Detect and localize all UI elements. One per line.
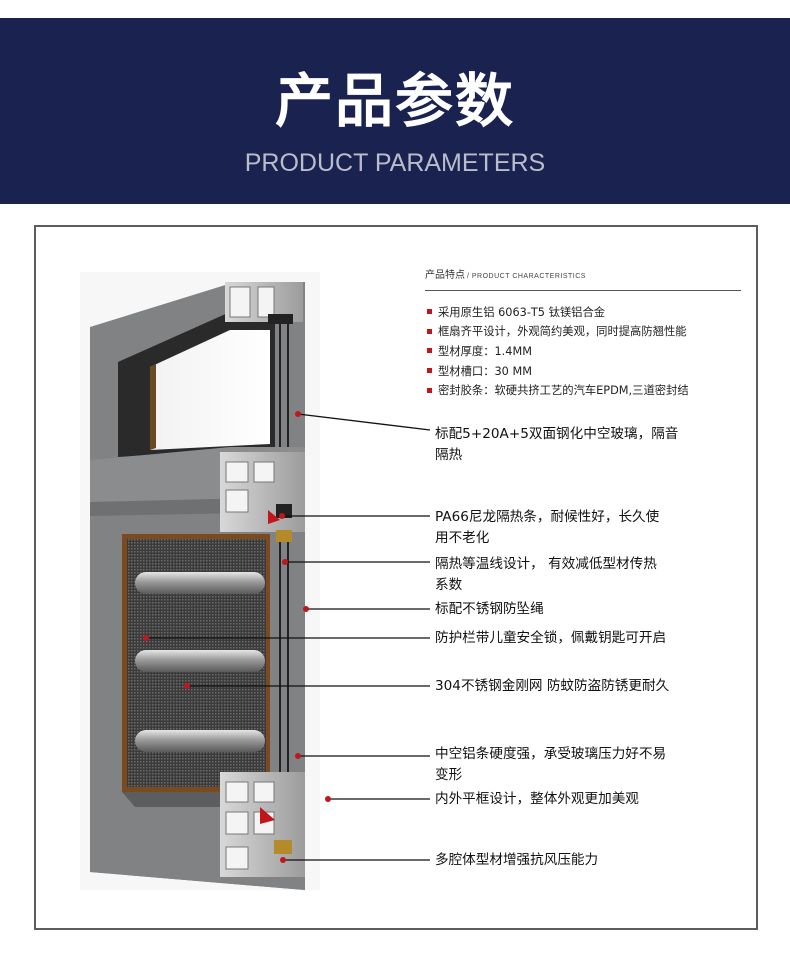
window-profile-illustration xyxy=(80,272,320,890)
callout-glass: 标配5+20A+5双面钢化中空玻璃，隔音 隔热 xyxy=(435,426,679,463)
callout-spacer: 中空铝条硬度强，承受玻璃压力好不易 变形 xyxy=(435,746,667,783)
list-item: 型材槽口：30 MM xyxy=(427,361,689,381)
page-title: 产品参数 xyxy=(274,67,515,135)
square-bullet-icon xyxy=(427,368,432,374)
characteristics-title: 产品特点 xyxy=(425,270,465,281)
callout-isotherm: 隔热等温线设计， 有效减低型材传热 系数 xyxy=(435,556,657,593)
callout-thermal-break: PA66尼龙隔热条，耐候性好，长久使 用不老化 xyxy=(435,509,660,546)
callout-anti-fall-rope: 标配不锈钢防坠绳 xyxy=(435,601,544,617)
characteristics-subtitle: / PRODUCT CHARACTERISTICS xyxy=(467,273,586,280)
characteristics-panel: 产品特点 / PRODUCT CHARACTERISTICS 采用原生铝 606… xyxy=(425,266,745,397)
list-item: 采用原生铝 6063-T5 钛镁铝合金 xyxy=(427,302,689,322)
list-item: 型材厚度：1.4MM xyxy=(427,341,689,361)
square-bullet-icon xyxy=(427,387,432,393)
square-bullet-icon xyxy=(427,328,432,334)
list-item: 框扇齐平设计，外观简约美观，同时提高防翘性能 xyxy=(427,322,689,342)
callout-flush-frame: 内外平框设计，整体外观更加美观 xyxy=(435,791,639,807)
header-banner: 产品参数 PRODUCT PARAMETERS xyxy=(0,18,790,204)
square-bullet-icon xyxy=(427,348,432,354)
list-item: 密封胶条：软硬共挤工艺的汽车EPDM,三道密封结 xyxy=(427,380,689,400)
callout-steel-mesh: 304不锈钢金刚网 防蚊防盗防锈更耐久 xyxy=(435,678,670,694)
callout-multi-chamber: 多腔体型材增强抗风压能力 xyxy=(435,852,599,868)
characteristics-heading: 产品特点 / PRODUCT CHARACTERISTICS xyxy=(425,266,745,282)
square-bullet-icon xyxy=(427,309,432,315)
characteristics-divider xyxy=(425,290,741,291)
callout-child-lock: 防护栏带儿童安全锁，佩戴钥匙可开启 xyxy=(435,630,667,646)
page-subtitle: PRODUCT PARAMETERS xyxy=(244,149,546,177)
characteristics-list: 采用原生铝 6063-T5 钛镁铝合金 框扇齐平设计，外观简约美观，同时提高防翘… xyxy=(427,302,689,400)
